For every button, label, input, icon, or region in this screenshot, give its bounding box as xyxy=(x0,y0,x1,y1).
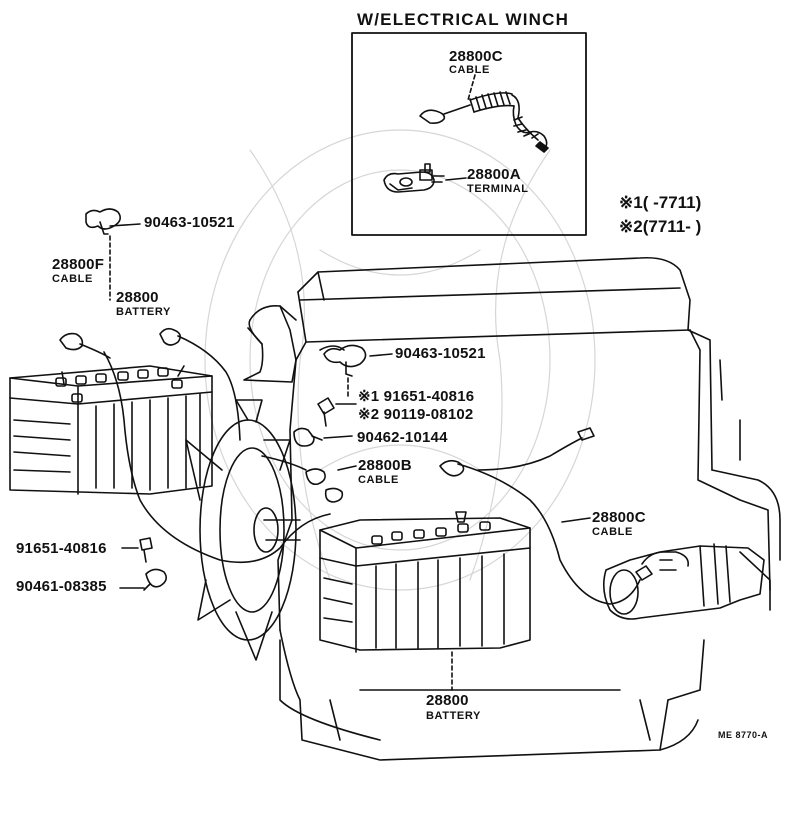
left-bolt-drawing xyxy=(139,537,153,563)
cooling-fan-drawing xyxy=(185,399,301,661)
inset-cable-part-number: 28800C xyxy=(449,48,503,65)
watermark-logo xyxy=(204,129,596,591)
screw-drawing xyxy=(317,397,335,427)
callout-battery-bottom-part: 28800 xyxy=(426,692,469,709)
inset-terminal-label: TERMINAL xyxy=(467,183,529,195)
callout-battery-left-part: 28800 xyxy=(116,289,159,306)
cable-28800b-drawing xyxy=(103,327,344,564)
callout-cable-b-label: CABLE xyxy=(358,474,399,486)
cable-28800c-drawing xyxy=(439,427,653,605)
inset-title: W/ELECTRICAL WINCH xyxy=(357,10,570,29)
callout-cable-c-label: CABLE xyxy=(592,526,633,538)
callout-cable-c-part: 28800C xyxy=(592,509,646,526)
callout-cable-b-part: 28800B xyxy=(358,457,412,474)
inset-cable-drawing xyxy=(419,91,549,153)
inset-cable-label: CABLE xyxy=(449,64,490,76)
inset-terminal-drawing xyxy=(383,163,445,193)
inset-frame xyxy=(351,32,587,236)
center-terminal-drawing xyxy=(323,344,367,377)
callout-bolt-top-left: 90463-10521 xyxy=(144,214,235,231)
callout-clamp-left: 90461-08385 xyxy=(16,578,107,595)
callout-bolt-left: 91651-40816 xyxy=(16,540,107,557)
callout-battery-bottom-label: BATTERY xyxy=(426,710,481,722)
callout-screw-note2: ※2 90119-08102 xyxy=(358,406,474,423)
left-clamp-drawing xyxy=(143,568,168,591)
callout-cable-f-label: CABLE xyxy=(52,273,93,285)
battery-center-drawing xyxy=(319,511,531,653)
figure-code: ME 8770-A xyxy=(718,730,769,740)
engine-block-drawing xyxy=(243,256,781,761)
callout-screw-note1: ※1 91651-40816 xyxy=(358,388,475,405)
note-1: ※1( -7711) xyxy=(619,193,702,212)
callout-nut-center: 90462-10144 xyxy=(357,429,448,446)
battery-left-drawing xyxy=(9,365,213,495)
callout-cable-f-part: 28800F xyxy=(52,256,105,273)
note-2: ※2(7711- ) xyxy=(619,217,702,236)
cable-28800f-drawing xyxy=(59,208,122,359)
callout-battery-left-label: BATTERY xyxy=(116,306,171,318)
inset-terminal-part-number: 28800A xyxy=(467,166,521,183)
callout-bolt-center: 90463-10521 xyxy=(395,345,486,362)
starter-motor xyxy=(602,545,765,620)
nut-drawing xyxy=(293,427,323,447)
